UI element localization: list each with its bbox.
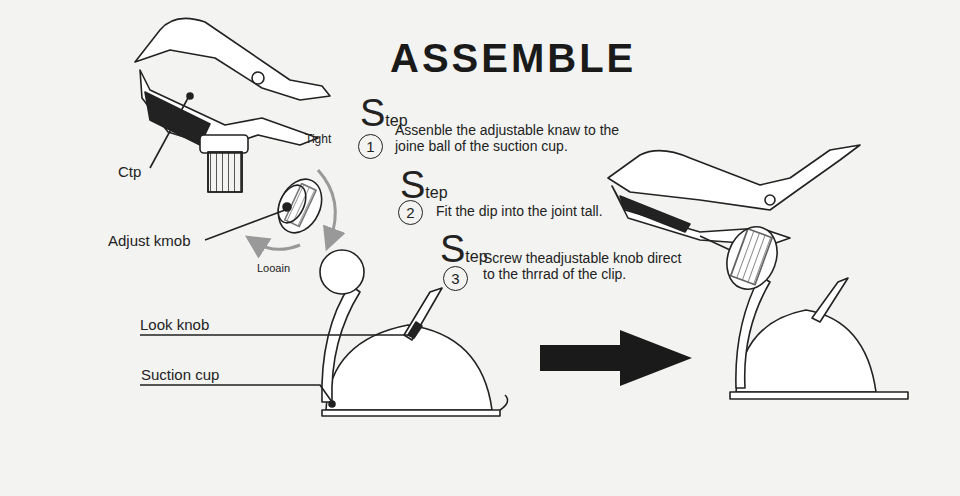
step-text: Assenble the adjustable knaw to the join… bbox=[395, 122, 640, 154]
clip bbox=[135, 18, 330, 192]
part-label: Adjust kmob bbox=[108, 232, 191, 249]
step-label: Step bbox=[400, 166, 448, 204]
suction-cup bbox=[320, 250, 508, 416]
step-text: Screw theadjustable knob direct to the t… bbox=[483, 250, 683, 282]
step-text: Fit the dip into the joint tall. bbox=[436, 203, 701, 219]
adjust-knob bbox=[255, 170, 335, 249]
direction-label: Tight bbox=[305, 133, 331, 147]
assembled-holder bbox=[608, 145, 908, 399]
step-number-circle: 3 bbox=[443, 266, 468, 291]
part-label: Suction cup bbox=[141, 366, 219, 383]
callout-number: 2 bbox=[406, 204, 414, 221]
title: ASSEMBLE bbox=[390, 36, 636, 81]
step-number-circle: 2 bbox=[398, 200, 423, 225]
callout-number: 3 bbox=[451, 270, 459, 287]
step-label: Step bbox=[440, 230, 488, 268]
callout-number: 1 bbox=[366, 138, 374, 155]
step-number-circle: 1 bbox=[358, 134, 383, 159]
direction-label: Looain bbox=[257, 262, 290, 275]
part-label: Ctp bbox=[118, 163, 141, 180]
part-label: Look knob bbox=[140, 316, 209, 333]
direction-arrow bbox=[540, 330, 692, 386]
